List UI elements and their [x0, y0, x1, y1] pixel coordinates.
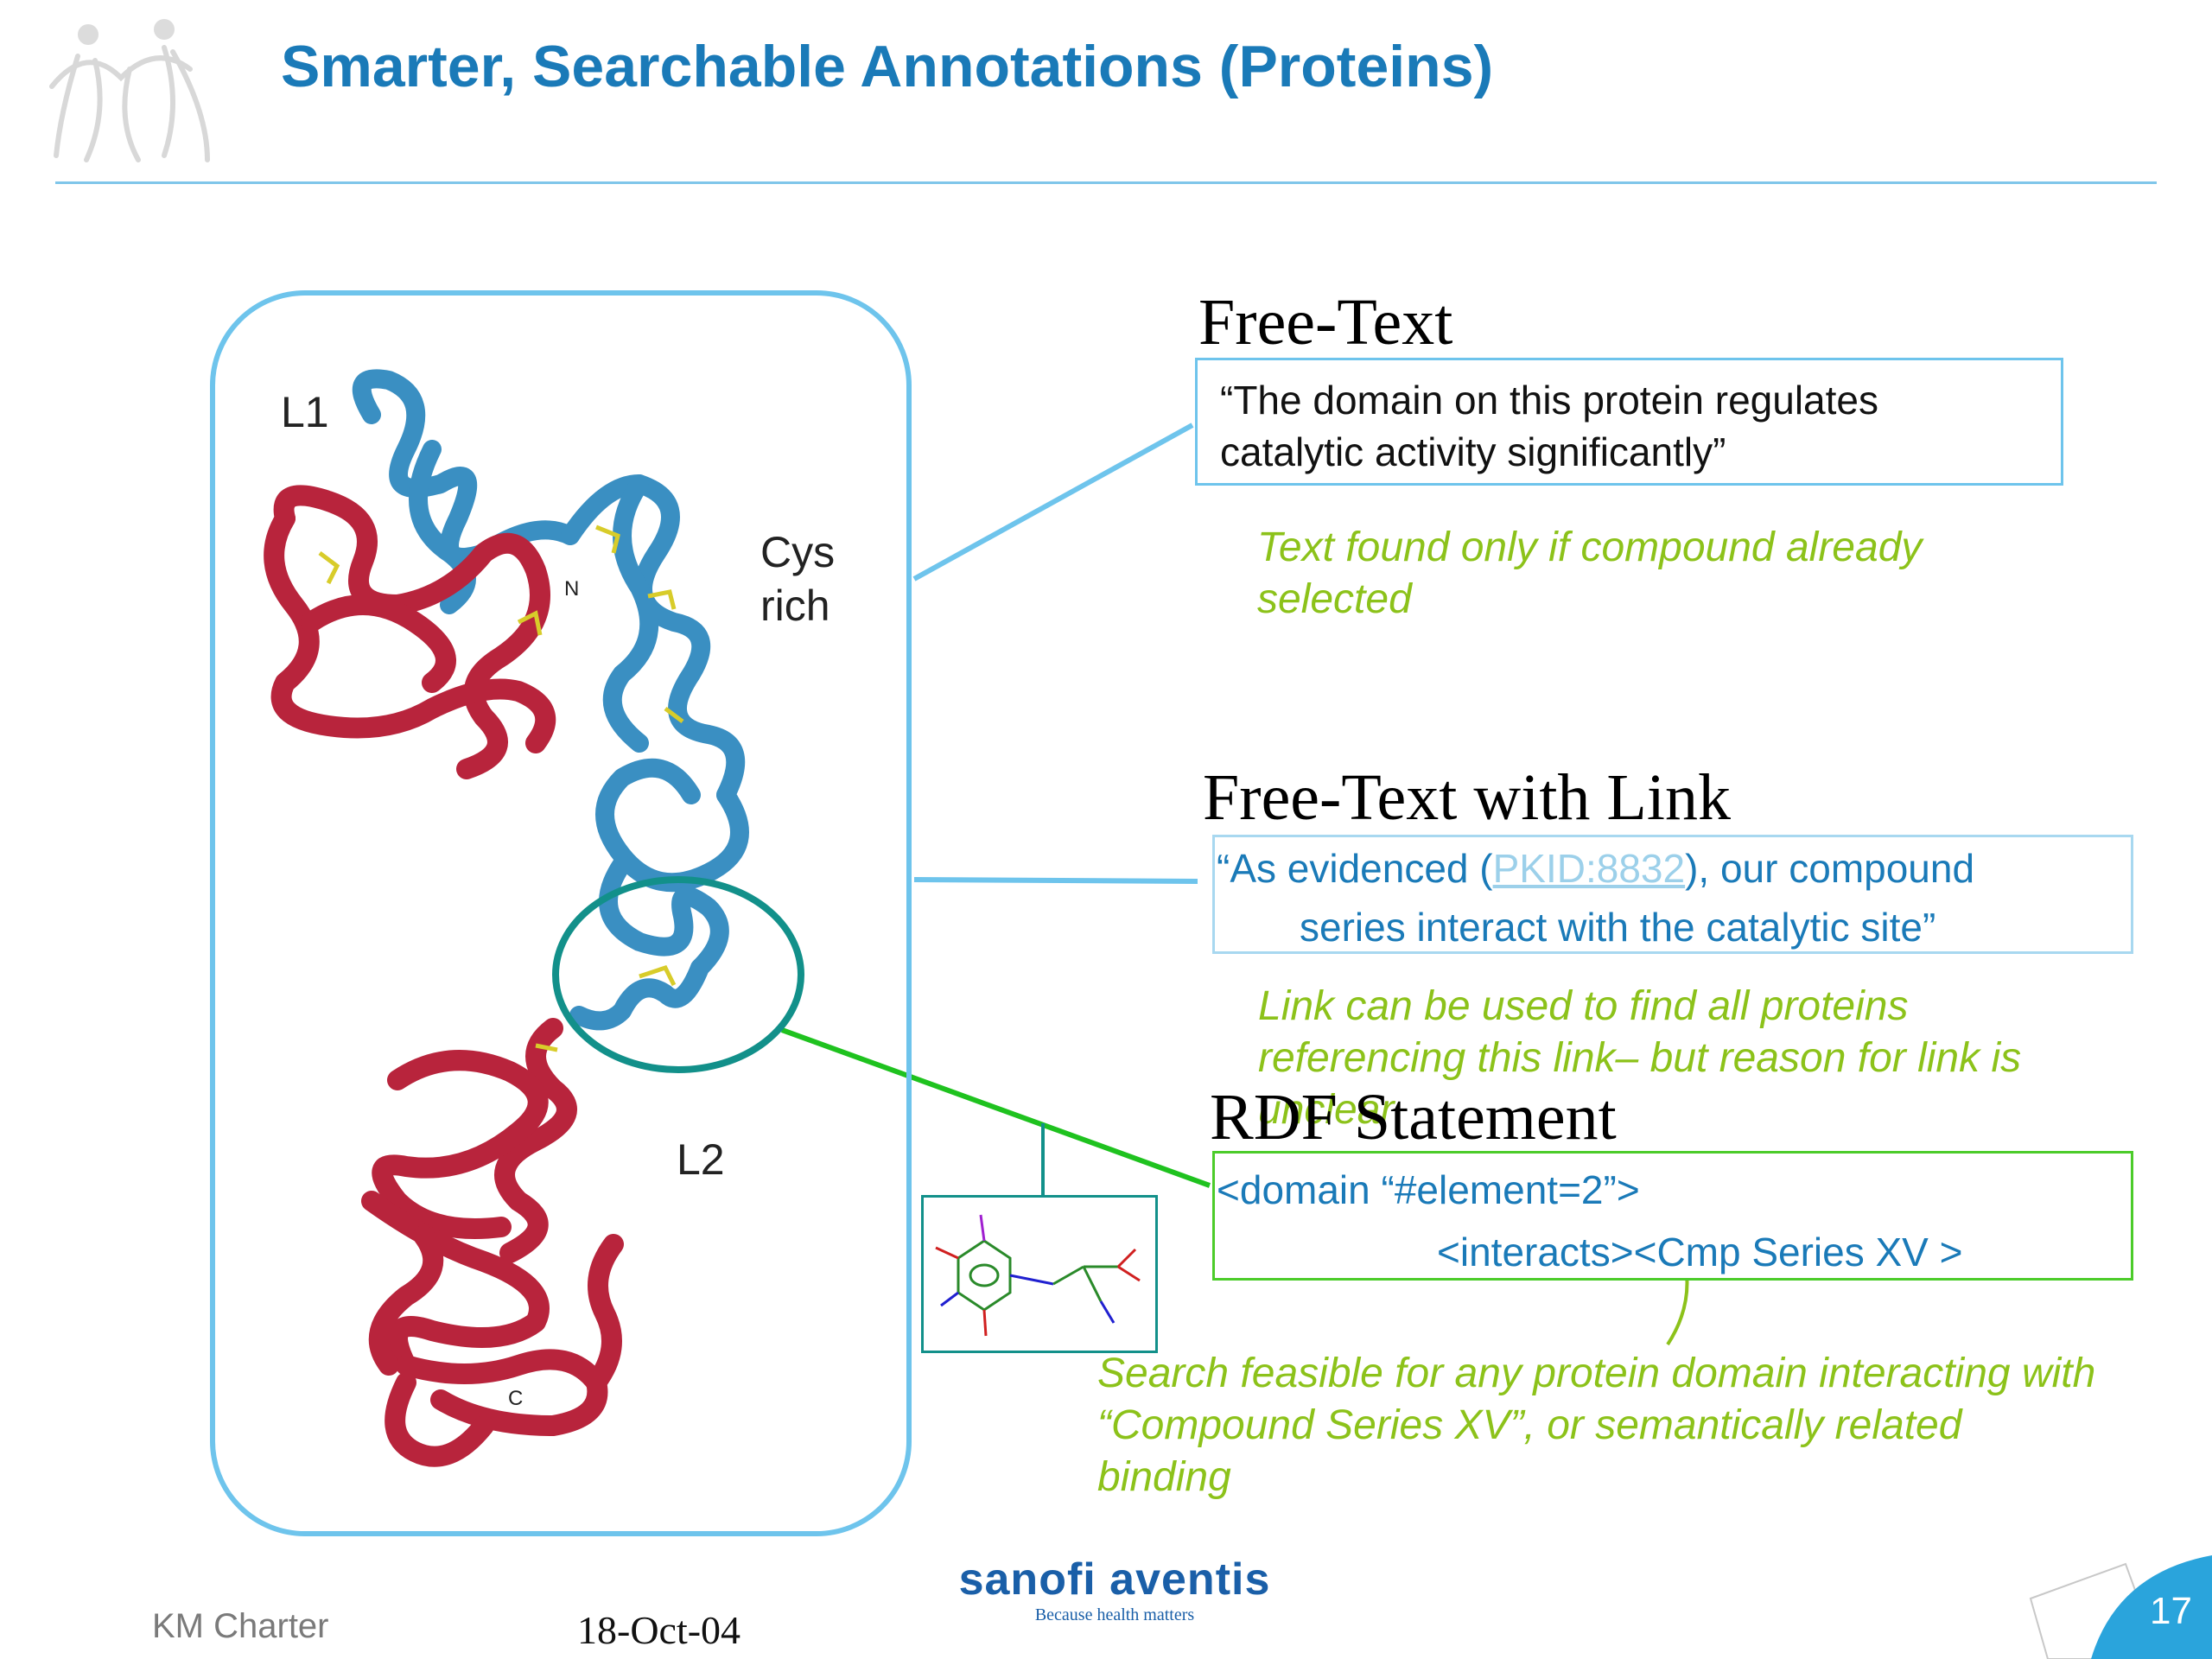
protein-blue-ribbon	[352, 369, 749, 1031]
free-text-heading: Free-Text	[1198, 286, 1453, 359]
label-cys: Cys	[760, 528, 836, 576]
free-text-link-line1: “As evidenced (PKID:8832), our compound	[1217, 839, 2131, 898]
rdf-heading: RDF Statement	[1210, 1081, 1617, 1154]
free-text-link-quote-post: ), our compound	[1685, 846, 1975, 891]
protein-red-ribbon	[264, 485, 624, 1467]
free-text-note-line2: selected	[1257, 576, 1412, 622]
free-text-quote-line2: catalytic activity significantly”	[1220, 429, 1726, 474]
free-text-note-line1: Text found only if compound already	[1257, 524, 1923, 570]
label-rich: rich	[760, 582, 830, 630]
page-title: Smarter, Searchable Annotations (Protein…	[281, 34, 1494, 99]
domain-highlight-ellipse	[552, 876, 804, 1073]
free-text-quote-line1: “The domain on this protein regulates	[1220, 378, 1878, 423]
free-text-link-note-line3: unclear	[1258, 1087, 1395, 1133]
people-logo-icon	[49, 19, 210, 162]
free-text-link-note-line2: referencing this link– but reason for li…	[1258, 1035, 2022, 1081]
free-text-link-quote-pre: “As evidenced (	[1217, 846, 1493, 891]
connector-rdf	[780, 1027, 1211, 1188]
rdf-note: Search feasible for any protein domain i…	[1097, 1348, 2095, 1503]
label-l1: L1	[281, 388, 329, 436]
label-l2: L2	[677, 1135, 725, 1184]
brand-logo: sanofi aventis Because health matters	[938, 1554, 1292, 1625]
footer-author: KM Charter	[152, 1607, 329, 1645]
compound-structure-box	[921, 1195, 1158, 1353]
rdf-box: <domain “#element=2”> <interacts><Cmp Se…	[1212, 1151, 2133, 1281]
free-text-link-line2: series interact with the catalytic site”	[1300, 905, 1936, 950]
brand-tagline: Because health matters	[1034, 1605, 1195, 1624]
rdf-note-line3: binding	[1097, 1454, 1231, 1500]
free-text-note: Text found only if compound already sele…	[1257, 522, 1922, 626]
footer-date: 18-Oct-04	[577, 1608, 741, 1652]
page-number: 17	[2150, 1590, 2192, 1632]
free-text-link-note: Link can be used to find all proteins re…	[1258, 981, 2021, 1136]
free-text-link-box: “As evidenced (PKID:8832), our compound …	[1212, 835, 2133, 954]
rdf-note-line2: “Compound Series XV”, or semantically re…	[1097, 1402, 1962, 1448]
free-text-link-heading: Free-Text with Link	[1203, 761, 1731, 834]
connector-free-text-link	[913, 877, 1198, 884]
connector-free-text	[912, 423, 1194, 582]
free-text-link-note-line1: Link can be used to find all proteins	[1258, 983, 1909, 1029]
page-number-badge-icon	[2029, 1555, 2212, 1659]
rdf-note-line1: Search feasible for any protein domain i…	[1097, 1351, 2096, 1396]
molecule-icon	[935, 1214, 1141, 1337]
label-c-terminus: C	[508, 1387, 524, 1410]
brand-name: sanofi aventis	[958, 1554, 1271, 1605]
rdf-line2: <interacts><Cmp Series XV >	[1437, 1230, 1963, 1274]
title-divider	[55, 181, 2157, 184]
rdf-line1: <domain “#element=2”>	[1217, 1167, 1640, 1212]
pkid-link[interactable]: PKID:8832	[1492, 846, 1686, 891]
free-text-box: “The domain on this protein regulates ca…	[1195, 358, 2063, 486]
protein-side-chains	[318, 524, 684, 1052]
label-n-terminus: N	[564, 577, 580, 601]
protein-structure-frame	[210, 290, 912, 1536]
